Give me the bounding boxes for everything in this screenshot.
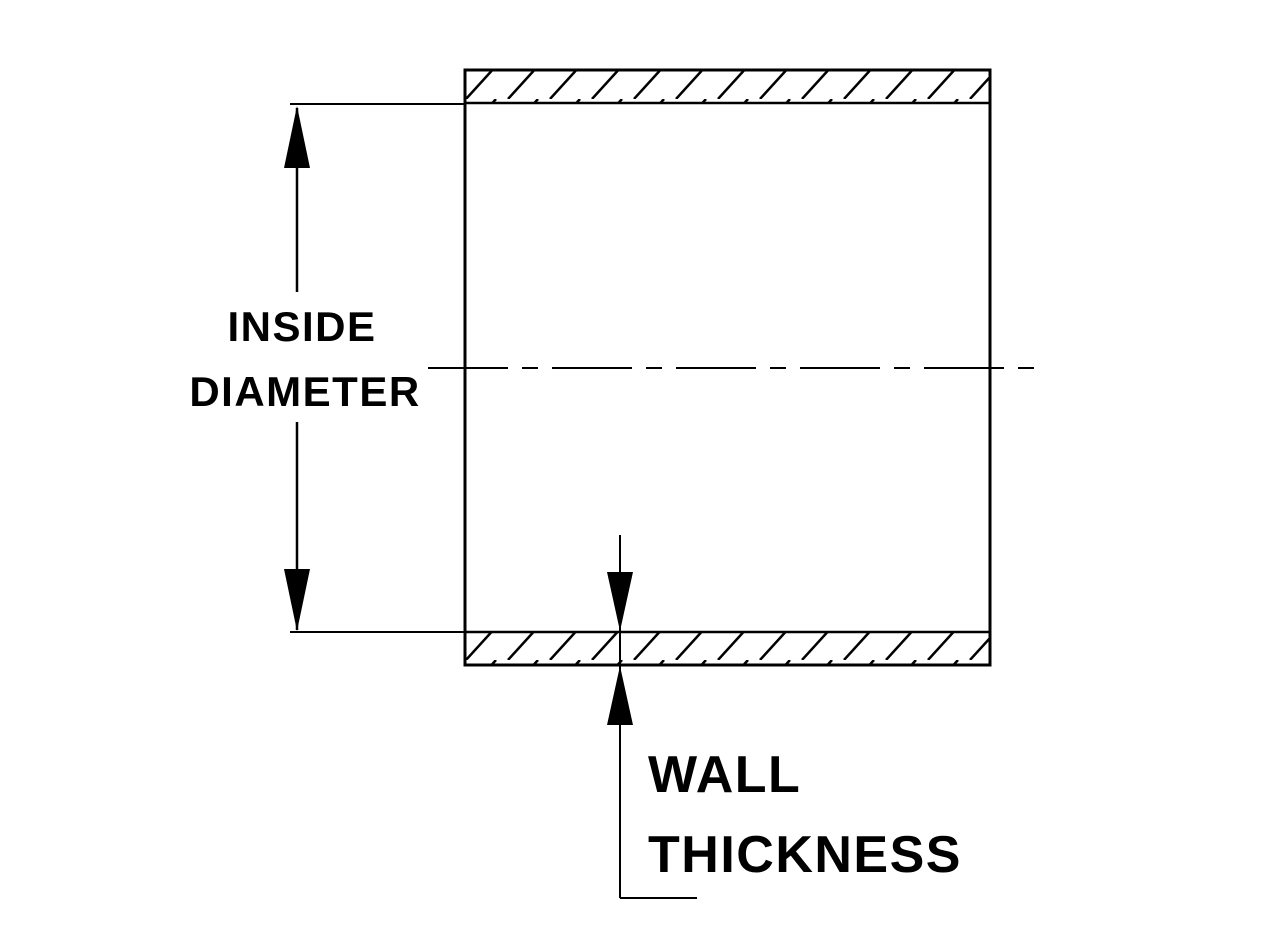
arrowhead-up-to-wall <box>607 666 633 725</box>
arrowhead-down <box>284 569 310 631</box>
inside-diameter-label-line1: INSIDE <box>227 303 376 350</box>
inside-diameter-label-line2: DIAMETER <box>189 368 420 415</box>
wall-thickness-label-line2: THICKNESS <box>648 826 962 884</box>
arrowhead-up <box>284 106 310 168</box>
inside-diameter-dimension: INSIDE DIAMETER <box>189 103 465 633</box>
arrowhead-down-to-wall <box>607 572 633 631</box>
top-wall-hatch <box>463 68 992 105</box>
wall-thickness-label-line1: WALL <box>648 746 801 804</box>
wall-thickness-dimension: WALL THICKNESS <box>607 535 962 899</box>
bottom-wall-hatch <box>463 630 992 667</box>
